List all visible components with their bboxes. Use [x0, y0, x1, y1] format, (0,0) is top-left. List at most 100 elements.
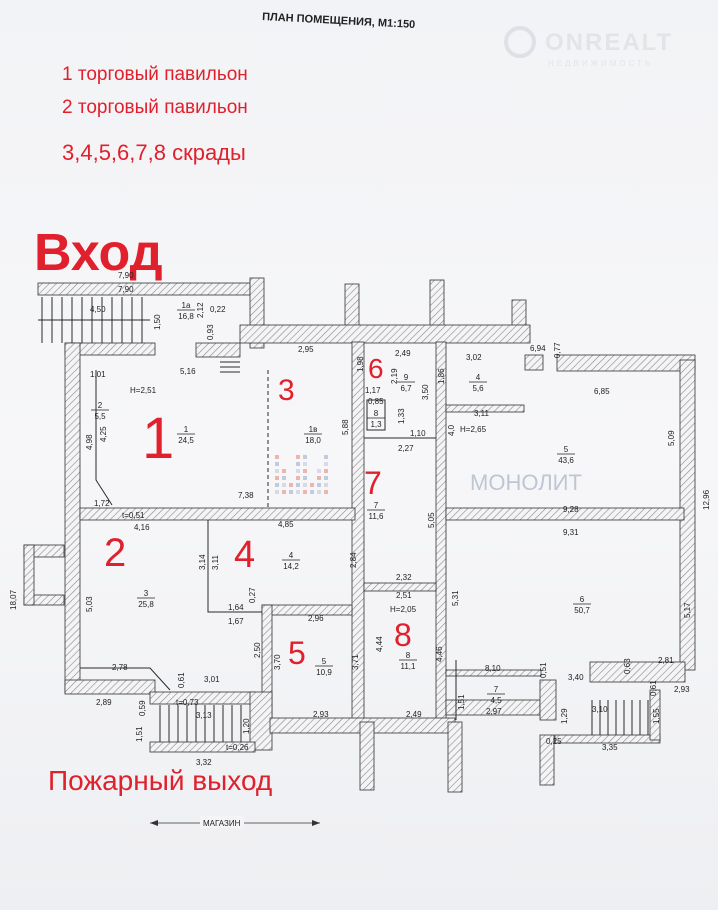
room-area: 4,5 — [490, 696, 502, 705]
dimension-label: 3,11 — [211, 554, 220, 570]
dimension-label: 0,93 — [206, 324, 215, 340]
dimension-label: 0,61 — [649, 680, 658, 696]
annotation-pavilion-1: 1 торговый павильон — [62, 64, 248, 85]
room-label: 25,5 — [91, 401, 109, 421]
logo-dot — [317, 483, 321, 487]
logo-dot — [324, 462, 328, 466]
logo-dot — [282, 483, 286, 487]
wall-segment — [149, 741, 256, 753]
dimension-label: 3,71 — [351, 654, 360, 670]
dimension-label: 5,09 — [667, 430, 676, 446]
logo-dot — [303, 455, 307, 459]
monolit-logo-icon — [275, 455, 328, 494]
pavilion-number-3: 3 — [278, 374, 295, 407]
logo-dot — [324, 483, 328, 487]
walls — [23, 277, 696, 793]
logo-dot — [289, 483, 293, 487]
fire-exit-label: Пожарный выход — [48, 765, 272, 796]
dimension-label: 1,33 — [397, 408, 406, 424]
dimension-label: 4,0 — [447, 424, 456, 436]
room-number: 5 — [322, 657, 327, 666]
onrealt-watermark: ONREALT НЕДВИЖИМОСТЬ — [504, 26, 671, 68]
dimension-label: t=0,51 — [122, 511, 145, 520]
room-number: 8 — [374, 409, 379, 418]
wall-segment — [589, 661, 686, 683]
dimension-label: 1,86 — [437, 368, 446, 384]
annotation-storages: 3,4,5,6,7,8 скрады — [62, 140, 246, 165]
dimension-label: 2,89 — [96, 698, 112, 707]
dimension-label: 4,46 — [435, 646, 444, 662]
arrow-left-icon — [150, 820, 158, 826]
onrealt-subtext: НЕДВИЖИМОСТЬ — [548, 59, 653, 68]
dimension-label: 3,11 — [474, 409, 490, 418]
wall-segment — [539, 734, 555, 786]
dimension-label: 2,19 — [390, 368, 399, 384]
dimension-label: 0,22 — [210, 305, 226, 314]
dimension-label: 8,10 — [485, 664, 501, 673]
logo-dot — [275, 490, 279, 494]
dimension-label: 9,28 — [563, 505, 579, 514]
dimension-label: 1,10 — [410, 429, 426, 438]
dimension-label: 3,35 — [602, 743, 618, 752]
room-label: 510,9 — [315, 657, 333, 677]
dimension-label: 1,64 — [228, 603, 244, 612]
dimension-label: 18,07 — [9, 589, 18, 610]
room-number: 9 — [404, 373, 409, 382]
logo-dot — [275, 462, 279, 466]
wall-segment — [249, 691, 273, 751]
logo-dot — [303, 462, 307, 466]
dimension-label: 0,27 — [248, 587, 257, 603]
dimension-label: H=2,65 — [460, 425, 487, 434]
dimension-label: 6,85 — [594, 387, 610, 396]
small-room-outline — [366, 399, 386, 431]
dimension-label: 4,25 — [99, 426, 108, 442]
wall-segment — [195, 342, 241, 358]
room-number: 7 — [374, 501, 379, 510]
room-area: 6,7 — [400, 384, 412, 393]
room-label: 811,1 — [399, 651, 417, 671]
dimension-label: 0,63 — [623, 658, 632, 674]
pavilion-number-8: 8 — [394, 617, 412, 653]
room-label: 96,7 — [397, 373, 415, 393]
dimension-label: 3,13 — [196, 711, 212, 720]
dimension-label: 2,93 — [313, 710, 329, 719]
annotation-pavilion-2: 2 торговый павильон — [62, 97, 248, 118]
wall-segment — [149, 691, 256, 705]
dimension-label: 4,44 — [375, 636, 384, 652]
wall-segment — [37, 282, 251, 296]
wall-segment — [79, 507, 356, 521]
wall-segment — [556, 354, 696, 372]
room-number: 1в — [309, 425, 318, 434]
dimension-label: 0,85 — [368, 397, 384, 406]
entrance-label: Вход — [34, 224, 163, 282]
dimension-label: 0,77 — [553, 342, 562, 358]
dimension-label: 0,61 — [177, 672, 186, 688]
room-area: 11,6 — [369, 512, 385, 521]
dimension-label: 2,97 — [486, 707, 502, 716]
wall-segment — [447, 721, 463, 793]
wall-segment — [445, 669, 542, 677]
wall-segment — [239, 324, 531, 344]
dimension-label: 2,51 — [396, 591, 412, 600]
dimension-label: 5,03 — [85, 596, 94, 612]
plan-lines — [38, 297, 649, 742]
room-number: 2 — [98, 401, 103, 410]
dimension-label: 5,05 — [427, 512, 436, 528]
room-label: 711,6 — [367, 501, 385, 521]
room-area: 10,9 — [316, 668, 332, 677]
dimension-label: 1,17 — [365, 386, 381, 395]
pavilion-number-7: 7 — [364, 465, 382, 501]
room-area: 24,5 — [178, 436, 194, 445]
dimension-label: 2,12 — [196, 302, 205, 318]
dimension-label: 7,90 — [118, 271, 134, 280]
logo-dot — [317, 490, 321, 494]
logo-dot — [275, 483, 279, 487]
room-labels: 1а16,8124,525,51в18,096,745,681,3543,671… — [91, 301, 591, 705]
room-label: 124,5 — [177, 425, 195, 445]
dimension-label: 2,78 — [112, 663, 128, 672]
dimension-label: 2,95 — [298, 345, 314, 354]
wall-segment — [363, 582, 437, 592]
logo-dot — [282, 469, 286, 473]
dimension-label: 1,50 — [153, 314, 162, 330]
